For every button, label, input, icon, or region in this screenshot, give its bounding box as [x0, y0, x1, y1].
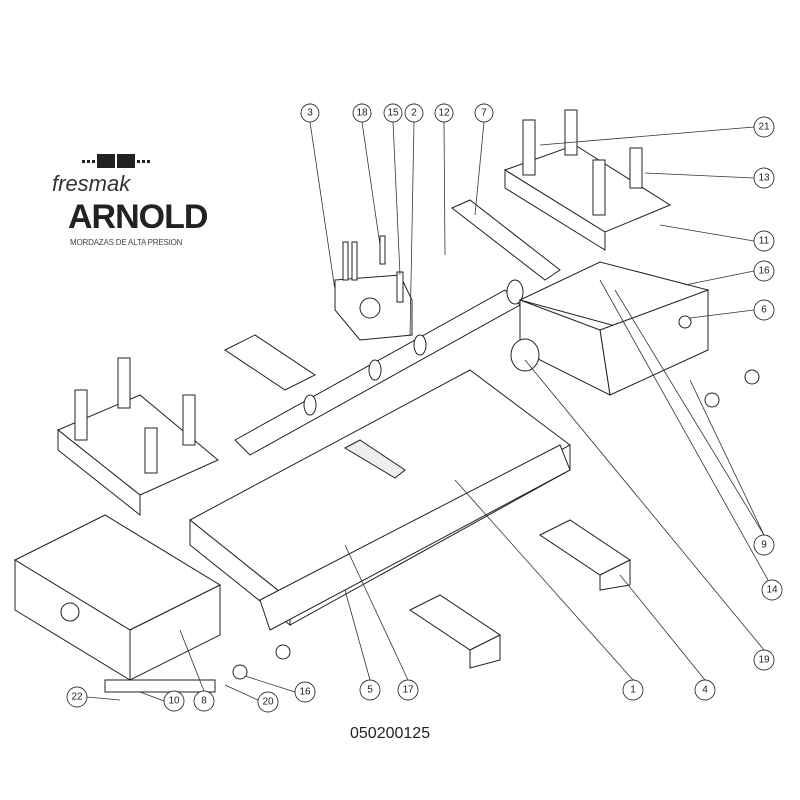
callout-6: 6 — [753, 299, 775, 321]
drawing-number: 050200125 — [350, 725, 431, 742]
svg-text:17: 17 — [402, 685, 414, 696]
svg-text:13: 13 — [758, 173, 770, 184]
callout-18: 18 — [352, 103, 372, 123]
svg-text:6: 6 — [761, 305, 767, 316]
svg-text:4: 4 — [702, 685, 708, 696]
callout-22: 22 — [66, 686, 88, 708]
set-screw — [275, 644, 291, 660]
callout-7: 7 — [474, 103, 494, 123]
svg-text:14: 14 — [766, 585, 778, 596]
brand-arnold: ARNOLD — [68, 198, 208, 236]
svg-text:2: 2 — [411, 108, 417, 119]
callout-16: 16 — [753, 260, 775, 282]
svg-text:11: 11 — [759, 236, 770, 247]
callout-11: 11 — [753, 230, 775, 252]
callout-10: 10 — [163, 690, 185, 712]
fresmak-arnold-logo: fresmak ARNOLD MORDAZAS DE ALTA PRESION — [52, 154, 208, 248]
callout-3: 3 — [300, 103, 320, 123]
svg-text:22: 22 — [71, 692, 83, 703]
right-jaw — [510, 261, 710, 396]
callout-4: 4 — [694, 679, 716, 701]
brand-fresmak: fresmak — [52, 171, 131, 196]
callout-8: 8 — [193, 690, 215, 712]
logo-mark-icon — [82, 154, 202, 168]
svg-text:19: 19 — [758, 655, 770, 666]
brand-tagline: MORDAZAS DE ALTA PRESION — [70, 238, 183, 247]
jaw-plate-left — [57, 357, 219, 517]
callout-15: 15 — [383, 103, 403, 123]
svg-text:16: 16 — [758, 266, 770, 277]
svg-text:15: 15 — [387, 108, 399, 119]
callout-13: 13 — [753, 167, 775, 189]
jaw-plate-right — [503, 109, 672, 251]
callout-2: 2 — [404, 103, 424, 123]
svg-text:5: 5 — [367, 685, 373, 696]
callout-16-lower: 16 — [294, 681, 316, 703]
svg-text:9: 9 — [761, 540, 767, 551]
set-screw — [232, 664, 248, 680]
svg-text:7: 7 — [481, 108, 487, 119]
base-plate — [189, 369, 571, 631]
svg-text:12: 12 — [438, 108, 450, 119]
leader-lines — [86, 121, 769, 702]
callout-20: 20 — [257, 691, 279, 713]
callout-19: 19 — [753, 649, 775, 671]
callout-17: 17 — [397, 679, 419, 701]
svg-text:3: 3 — [307, 108, 313, 119]
svg-text:20: 20 — [262, 697, 274, 708]
left-jaw — [13, 514, 222, 693]
guide-bar — [451, 199, 561, 281]
nut-block — [334, 235, 413, 341]
svg-text:16: 16 — [299, 687, 311, 698]
svg-text:1: 1 — [630, 685, 636, 696]
callout-14: 14 — [761, 579, 783, 601]
svg-text:10: 10 — [168, 696, 180, 707]
clamp-block — [224, 334, 631, 669]
callout-21: 21 — [753, 116, 775, 138]
callout-9: 9 — [753, 534, 775, 556]
svg-text:8: 8 — [201, 696, 207, 707]
svg-text:18: 18 — [356, 108, 368, 119]
callout-1: 1 — [622, 679, 644, 701]
set-screw — [744, 369, 760, 385]
callout-5: 5 — [359, 679, 381, 701]
svg-text:21: 21 — [758, 122, 770, 133]
callout-12: 12 — [434, 103, 454, 123]
set-screw — [704, 392, 720, 408]
